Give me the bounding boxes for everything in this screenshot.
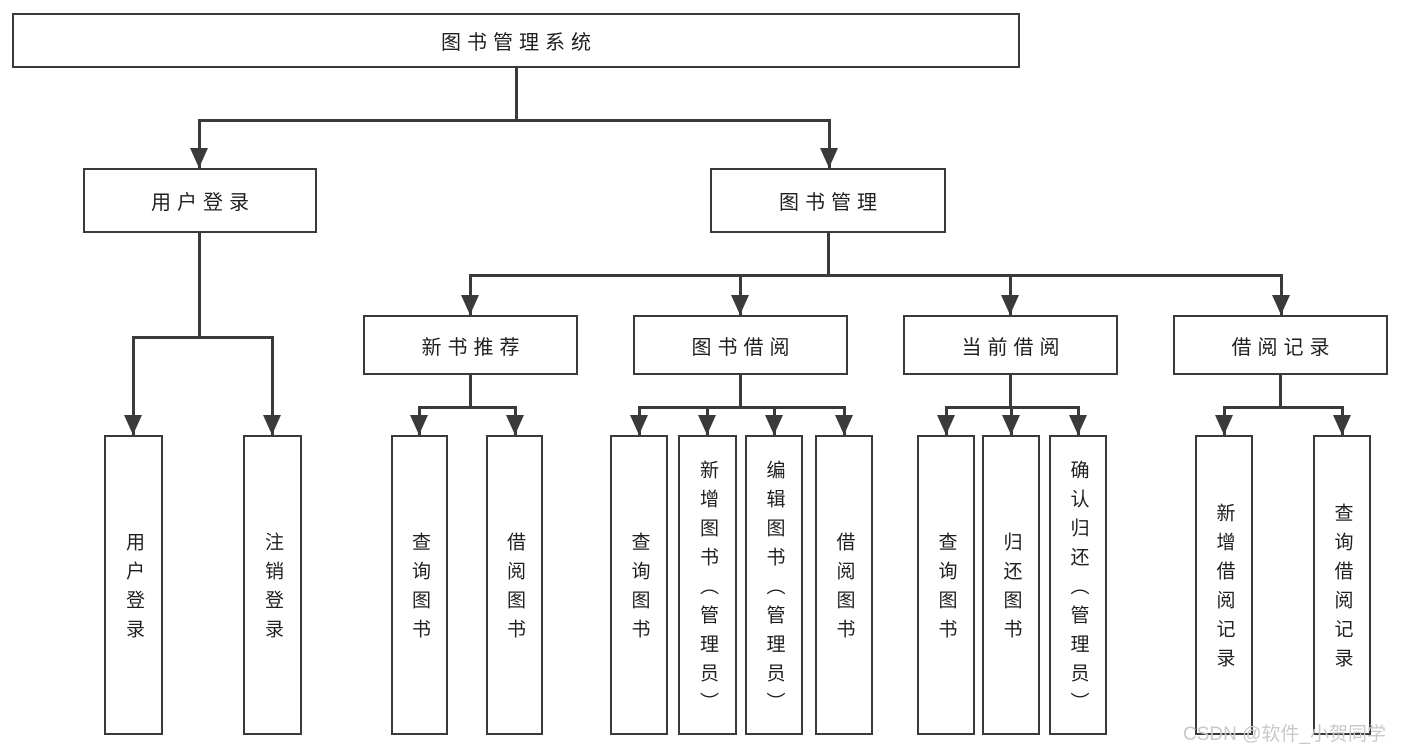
- leaf-bb-edit-books: 编辑图书（管理员）: [745, 435, 803, 735]
- arrowhead-icon: [731, 295, 749, 315]
- arrowhead-icon: [124, 415, 142, 435]
- leaf-cb-return-books-label: 归还图书: [1000, 532, 1022, 648]
- arrowhead-icon: [1333, 415, 1351, 435]
- leaf-cb-return-books: 归还图书: [982, 435, 1040, 735]
- arrowhead-icon: [506, 415, 524, 435]
- connector-user-login-branch: [132, 336, 273, 339]
- node-borrow-records-label: 借阅记录: [1231, 336, 1336, 359]
- leaf-bb-add-books: 新增图书（管理员）: [678, 435, 737, 735]
- leaf-nb-borrow-books: 借阅图书: [486, 435, 543, 735]
- connector-arrow-shaft: [1009, 274, 1012, 315]
- node-book-management: 图书管理: [710, 168, 946, 233]
- node-new-book-recommend: 新书推荐: [363, 315, 578, 375]
- connector-root-branch: [198, 119, 831, 122]
- node-root: 图书管理系统: [12, 13, 1020, 68]
- arrowhead-icon: [1272, 295, 1290, 315]
- connector-arrow-shaft: [132, 336, 135, 435]
- connector-arrow-shaft: [271, 336, 274, 435]
- arrowhead-icon: [835, 415, 853, 435]
- connector-borrow-records-stem: [1279, 375, 1282, 408]
- connector-borrow-records-branch: [1223, 406, 1344, 409]
- connector-book-borrow-stem: [739, 375, 742, 408]
- leaf-br-add-record: 新增借阅记录: [1195, 435, 1253, 735]
- leaf-cb-query-books-label: 查询图书: [935, 532, 957, 648]
- node-current-borrowing: 当前借阅: [903, 315, 1118, 375]
- leaf-bb-borrow-books-label: 借阅图书: [833, 532, 855, 648]
- node-new-book-recommend-label: 新书推荐: [421, 336, 526, 359]
- leaf-nb-borrow-books-label: 借阅图书: [504, 532, 525, 648]
- arrowhead-icon: [263, 415, 281, 435]
- leaf-bb-add-books-label: 新增图书（管理员）: [697, 459, 718, 721]
- leaf-cb-confirm-return-label: 确认归还（管理员）: [1067, 459, 1089, 721]
- arrowhead-icon: [1002, 415, 1020, 435]
- leaf-nb-query-books: 查询图书: [391, 435, 448, 735]
- leaf-bb-query-books: 查询图书: [610, 435, 668, 735]
- connector-new-books-branch: [418, 406, 517, 409]
- leaf-user-login-label: 用户登录: [123, 532, 144, 648]
- leaf-nb-query-books-label: 查询图书: [409, 532, 430, 648]
- connector-new-books-stem: [469, 375, 472, 408]
- connector-arrow-shaft: [1280, 274, 1283, 315]
- leaf-bb-borrow-books: 借阅图书: [815, 435, 873, 735]
- arrowhead-icon: [630, 415, 648, 435]
- leaf-bb-query-books-label: 查询图书: [628, 532, 650, 648]
- arrowhead-icon: [410, 415, 428, 435]
- connector-arrow-shaft: [739, 274, 742, 315]
- node-user-login: 用户登录: [83, 168, 317, 233]
- leaf-user-login: 用户登录: [104, 435, 163, 735]
- leaf-br-query-record: 查询借阅记录: [1313, 435, 1371, 735]
- arrowhead-icon: [765, 415, 783, 435]
- leaf-br-query-record-label: 查询借阅记录: [1331, 503, 1353, 677]
- node-book-borrowing-label: 图书借阅: [691, 336, 796, 359]
- node-root-label: 图书管理系统: [441, 32, 597, 54]
- connector-user-login-stem: [198, 233, 201, 338]
- arrowhead-icon: [820, 148, 838, 168]
- arrowhead-icon: [1001, 295, 1019, 315]
- connector-arrow-shaft: [469, 274, 472, 315]
- node-book-management-label: 图书管理: [779, 192, 883, 214]
- leaf-bb-edit-books-label: 编辑图书（管理员）: [763, 459, 785, 721]
- connector-book-mgmt-branch: [469, 274, 1282, 277]
- connector-arrow-shaft: [828, 119, 831, 168]
- arrowhead-icon: [461, 295, 479, 315]
- arrowhead-icon: [190, 148, 208, 168]
- connector-root-stem: [515, 68, 518, 121]
- node-user-login-label: 用户登录: [151, 192, 255, 214]
- leaf-logout-label: 注销登录: [262, 532, 283, 648]
- connector-arrow-shaft: [198, 119, 201, 168]
- connector-book-mgmt-stem: [827, 233, 830, 276]
- node-current-borrowing-label: 当前借阅: [961, 336, 1066, 359]
- arrowhead-icon: [698, 415, 716, 435]
- node-borrow-records: 借阅记录: [1173, 315, 1388, 375]
- watermark: CSDN @软件_小贺同学: [1183, 724, 1386, 745]
- connector-current-borrow-stem: [1009, 375, 1012, 408]
- leaf-cb-query-books: 查询图书: [917, 435, 975, 735]
- leaf-cb-confirm-return: 确认归还（管理员）: [1049, 435, 1107, 735]
- leaf-logout: 注销登录: [243, 435, 302, 735]
- arrowhead-icon: [1069, 415, 1087, 435]
- arrowhead-icon: [1215, 415, 1233, 435]
- leaf-br-add-record-label: 新增借阅记录: [1213, 503, 1235, 677]
- arrowhead-icon: [937, 415, 955, 435]
- node-book-borrowing: 图书借阅: [633, 315, 848, 375]
- connector-book-borrow-branch: [638, 406, 846, 409]
- connector-current-borrow-branch: [945, 406, 1080, 409]
